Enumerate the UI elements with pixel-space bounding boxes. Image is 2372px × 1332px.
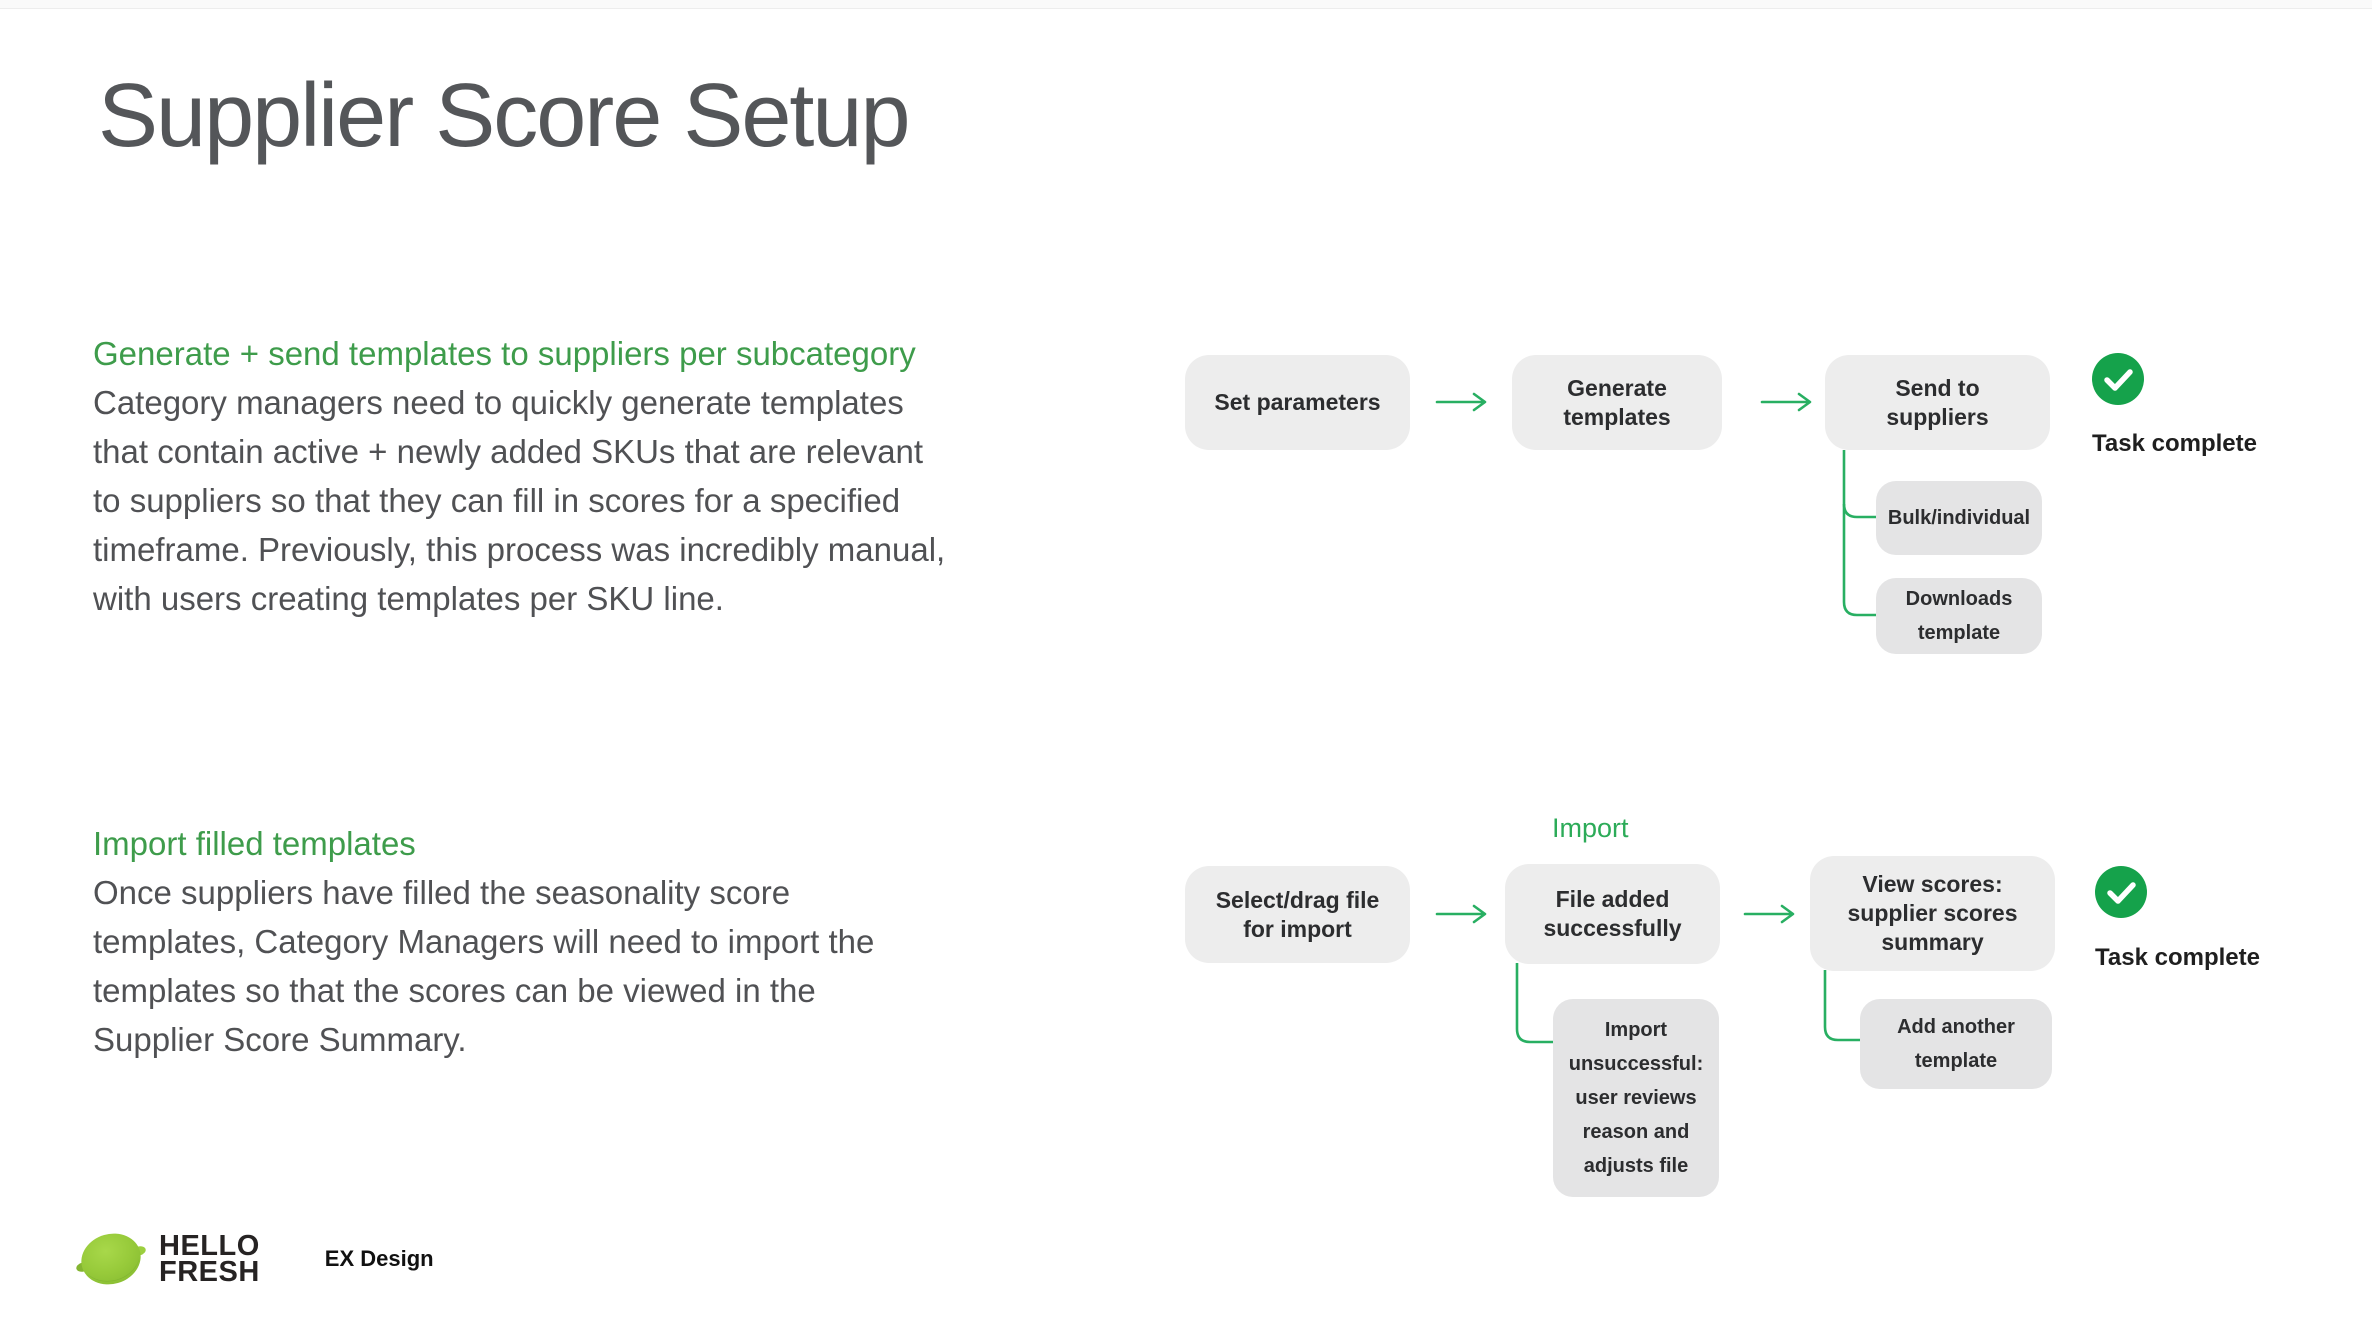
flow2-node-select-drag-file: Select/drag file for import bbox=[1185, 866, 1410, 963]
section-heading: Import filled templates bbox=[93, 825, 416, 862]
flow2-child-import-unsuccessful: Import unsuccessful: user reviews reason… bbox=[1553, 999, 1719, 1197]
connector-file-to-unsuccessful bbox=[1515, 963, 1555, 1044]
section-body: Once suppliers have filled the seasonali… bbox=[93, 874, 875, 1058]
connector-send-to-downloads bbox=[1842, 504, 1877, 617]
connector-view-to-add-another bbox=[1823, 970, 1862, 1042]
task-complete-check-icon bbox=[2095, 866, 2147, 918]
footer: HELLO FRESH EX Design bbox=[75, 1226, 434, 1292]
section-import-templates: Import filled templates Once suppliers h… bbox=[93, 820, 1103, 1064]
flow2-node-view-scores: View scores: supplier scores summary bbox=[1810, 856, 2055, 971]
section-body: Category managers need to quickly genera… bbox=[93, 384, 946, 617]
hellofresh-wordmark: HELLO FRESH bbox=[159, 1230, 260, 1288]
section-heading: Generate + send templates to suppliers p… bbox=[93, 335, 916, 372]
flow2-node-file-added: File added successfully bbox=[1505, 864, 1720, 964]
arrow-right-icon bbox=[1743, 904, 1795, 924]
flow1-status-label: Task complete bbox=[2092, 430, 2257, 457]
connector-send-to-bulk bbox=[1842, 450, 1877, 519]
arrow-right-icon bbox=[1760, 392, 1812, 412]
top-strip bbox=[0, 0, 2372, 9]
arrow-right-icon bbox=[1435, 904, 1487, 924]
flow1-child-downloads-template: Downloads template bbox=[1876, 578, 2042, 654]
flow2-child-add-another-template: Add another template bbox=[1860, 999, 2052, 1089]
page-title: Supplier Score Setup bbox=[98, 66, 911, 166]
flow1-child-bulk-individual: Bulk/individual bbox=[1876, 481, 2042, 555]
flow1-node-generate-templates: Generate templates bbox=[1512, 355, 1722, 450]
section-generate-templates: Generate + send templates to suppliers p… bbox=[93, 330, 1103, 623]
flow1-node-set-parameters: Set parameters bbox=[1185, 355, 1410, 450]
team-name: EX Design bbox=[324, 1246, 434, 1271]
arrow-right-icon bbox=[1435, 392, 1487, 412]
hellofresh-lime-logo-icon bbox=[76, 1233, 146, 1285]
task-complete-check-icon bbox=[2092, 353, 2144, 405]
flow2-status-label: Task complete bbox=[2095, 944, 2260, 971]
flow1-node-send-to-suppliers: Send to suppliers bbox=[1825, 355, 2050, 450]
flow2-title-import: Import bbox=[1552, 813, 1629, 843]
